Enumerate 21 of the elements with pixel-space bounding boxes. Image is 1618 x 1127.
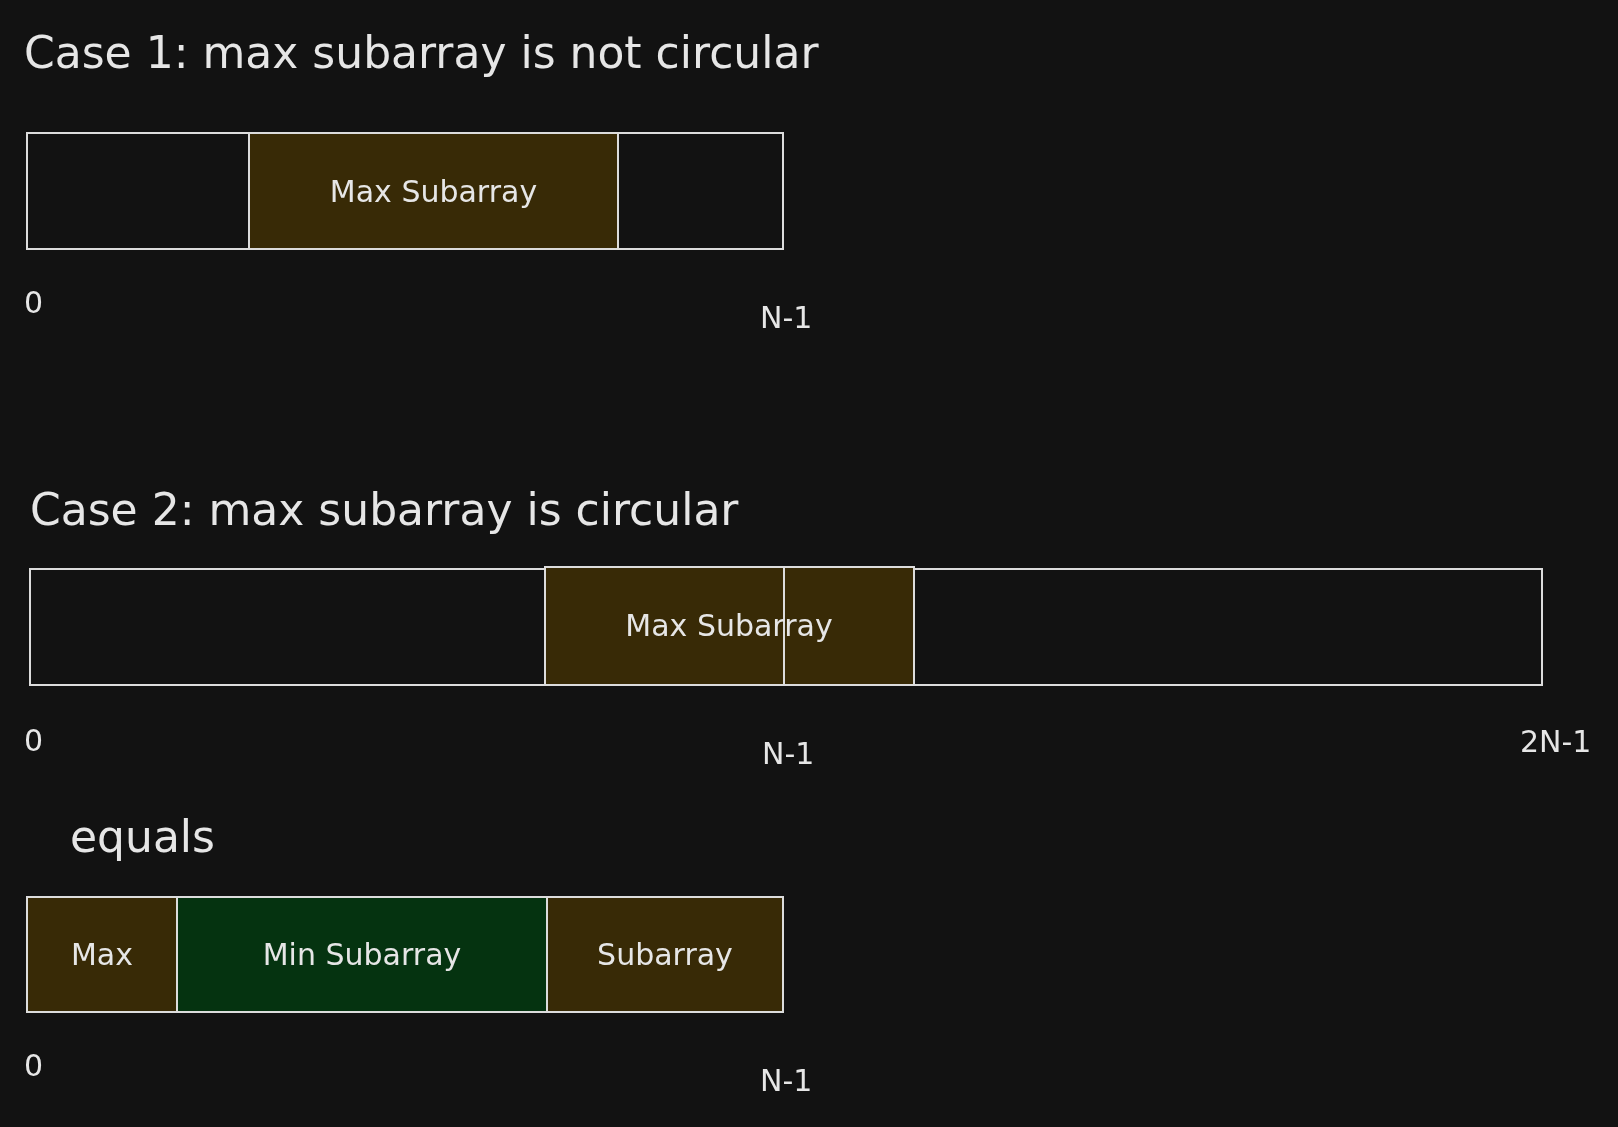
index-label: N-1 (762, 735, 815, 771)
heading: Case 2: max subarray is circular (30, 483, 739, 535)
highlighted-segment (176, 896, 548, 1013)
array-bar (29, 568, 1543, 686)
index-label: 2N-1 (1520, 723, 1592, 759)
index-label: N-1 (760, 1062, 813, 1098)
array-segment (617, 132, 784, 250)
note: equals (70, 810, 215, 862)
highlighted-segment (248, 132, 619, 250)
index-label: 0 (24, 1047, 44, 1083)
index-label: 0 (24, 722, 44, 758)
highlighted-segment (26, 896, 178, 1013)
index-label: 0 (24, 284, 44, 320)
heading: Case 1: max subarray is not circular (24, 26, 819, 78)
segment-label: Min Subarray (262, 937, 462, 972)
highlighted-segment (543, 565, 915, 686)
segment-label: Max (71, 937, 133, 972)
highlighted-segment (546, 896, 784, 1013)
segment-label: Subarray (597, 937, 733, 972)
segment-label: Max Subarray (329, 173, 538, 209)
index-label: N-1 (760, 299, 813, 335)
